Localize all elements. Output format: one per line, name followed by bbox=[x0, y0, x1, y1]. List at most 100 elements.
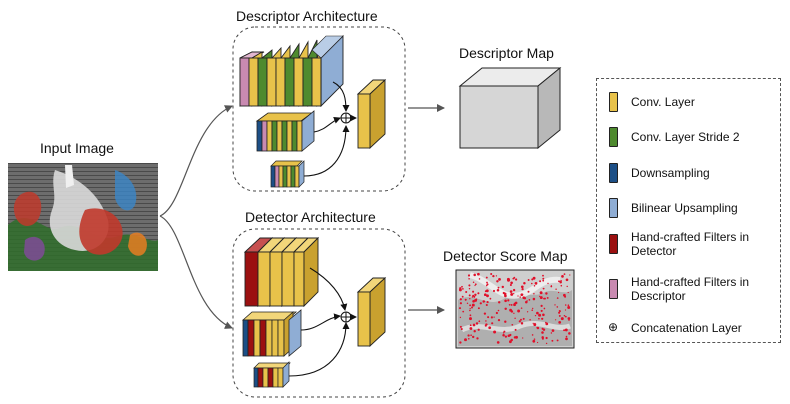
detector-architecture-box bbox=[232, 228, 406, 398]
detector-score-map-image bbox=[455, 269, 575, 349]
score-point bbox=[536, 326, 540, 330]
score-point bbox=[477, 272, 480, 276]
score-point bbox=[539, 291, 543, 295]
score-point bbox=[531, 282, 533, 285]
score-point bbox=[509, 283, 512, 287]
score-point bbox=[511, 323, 514, 326]
score-point bbox=[462, 288, 464, 290]
score-point bbox=[510, 303, 513, 306]
score-point bbox=[567, 306, 571, 309]
score-point bbox=[471, 303, 475, 307]
score-point bbox=[526, 311, 529, 313]
score-point bbox=[491, 322, 494, 325]
score-point bbox=[496, 280, 499, 283]
score-point bbox=[563, 293, 566, 297]
detector-output-layer bbox=[356, 276, 387, 348]
score-point bbox=[512, 277, 514, 280]
score-point bbox=[509, 333, 512, 336]
score-point bbox=[504, 307, 507, 311]
score-point bbox=[485, 303, 488, 307]
score-point bbox=[515, 335, 518, 339]
score-point bbox=[510, 281, 513, 285]
score-point bbox=[556, 297, 559, 299]
score-point bbox=[563, 273, 566, 275]
detector-concat-oplus-icon bbox=[340, 311, 352, 323]
score-point bbox=[490, 316, 493, 319]
score-point bbox=[533, 285, 536, 287]
score-point bbox=[558, 280, 560, 283]
score-point bbox=[459, 316, 462, 319]
downsampling-swatch bbox=[609, 163, 618, 183]
hand-descriptor-swatch bbox=[609, 279, 618, 299]
score-point bbox=[484, 290, 487, 293]
score-point bbox=[478, 320, 481, 323]
score-point bbox=[493, 330, 497, 334]
score-point bbox=[559, 280, 562, 284]
score-point bbox=[538, 317, 540, 320]
score-point bbox=[531, 278, 534, 281]
score-point bbox=[551, 339, 554, 342]
score-point bbox=[461, 295, 464, 298]
legend-label: Conv. Layer bbox=[631, 95, 695, 109]
legend-label: Hand-crafted Filters in Descriptor bbox=[631, 275, 750, 303]
score-point bbox=[564, 304, 567, 306]
score-point bbox=[556, 339, 559, 342]
descriptor-architecture-title: Descriptor Architecture bbox=[236, 8, 378, 24]
score-point bbox=[504, 335, 508, 338]
score-point bbox=[522, 337, 524, 339]
score-point bbox=[564, 328, 568, 332]
score-point bbox=[534, 314, 537, 317]
score-point bbox=[473, 273, 476, 277]
score-point bbox=[464, 338, 467, 342]
desc-arrow-top bbox=[332, 81, 350, 112]
det-arrow-top bbox=[309, 267, 348, 311]
score-point bbox=[462, 310, 465, 313]
score-point bbox=[538, 313, 542, 317]
legend-label: Conv. Layer Stride 2 bbox=[631, 130, 740, 144]
score-point bbox=[526, 300, 528, 302]
legend-label: Bilinear Upsampling bbox=[631, 201, 738, 215]
score-point bbox=[564, 315, 567, 318]
score-point bbox=[532, 322, 534, 324]
score-point bbox=[533, 292, 535, 295]
score-point bbox=[507, 334, 511, 338]
score-point bbox=[459, 298, 462, 301]
score-point bbox=[506, 277, 510, 281]
score-point bbox=[485, 323, 488, 326]
score-point bbox=[470, 334, 472, 337]
arrow-to-descriptor bbox=[159, 105, 233, 217]
score-point bbox=[565, 337, 568, 341]
score-point bbox=[508, 303, 511, 306]
score-point bbox=[458, 288, 462, 292]
score-point bbox=[551, 329, 555, 332]
score-point bbox=[542, 277, 545, 280]
score-point bbox=[554, 319, 557, 321]
score-point bbox=[559, 310, 561, 313]
score-point bbox=[520, 318, 522, 321]
score-point bbox=[477, 328, 480, 331]
score-point bbox=[557, 291, 560, 294]
score-point bbox=[543, 297, 545, 300]
score-point bbox=[504, 299, 507, 303]
descriptor-low-branch bbox=[270, 160, 305, 188]
score-point bbox=[473, 330, 476, 333]
descriptor-mid-branch bbox=[255, 110, 315, 152]
score-point bbox=[501, 285, 504, 289]
score-point bbox=[545, 342, 548, 345]
score-point bbox=[539, 295, 541, 298]
descriptor-map-cube bbox=[458, 66, 562, 150]
desc-arrow-low bbox=[303, 125, 350, 177]
score-point bbox=[468, 284, 471, 287]
score-point bbox=[521, 287, 524, 291]
score-point bbox=[469, 304, 472, 307]
score-point bbox=[504, 294, 507, 298]
score-point bbox=[536, 311, 539, 315]
score-point bbox=[492, 274, 495, 278]
score-point bbox=[485, 320, 487, 322]
score-point bbox=[472, 335, 475, 339]
detector-main-branch bbox=[243, 236, 320, 308]
hand-detector-swatch bbox=[609, 234, 618, 254]
detector-low-branch bbox=[253, 361, 291, 388]
score-point bbox=[532, 276, 536, 280]
score-point bbox=[540, 304, 543, 307]
